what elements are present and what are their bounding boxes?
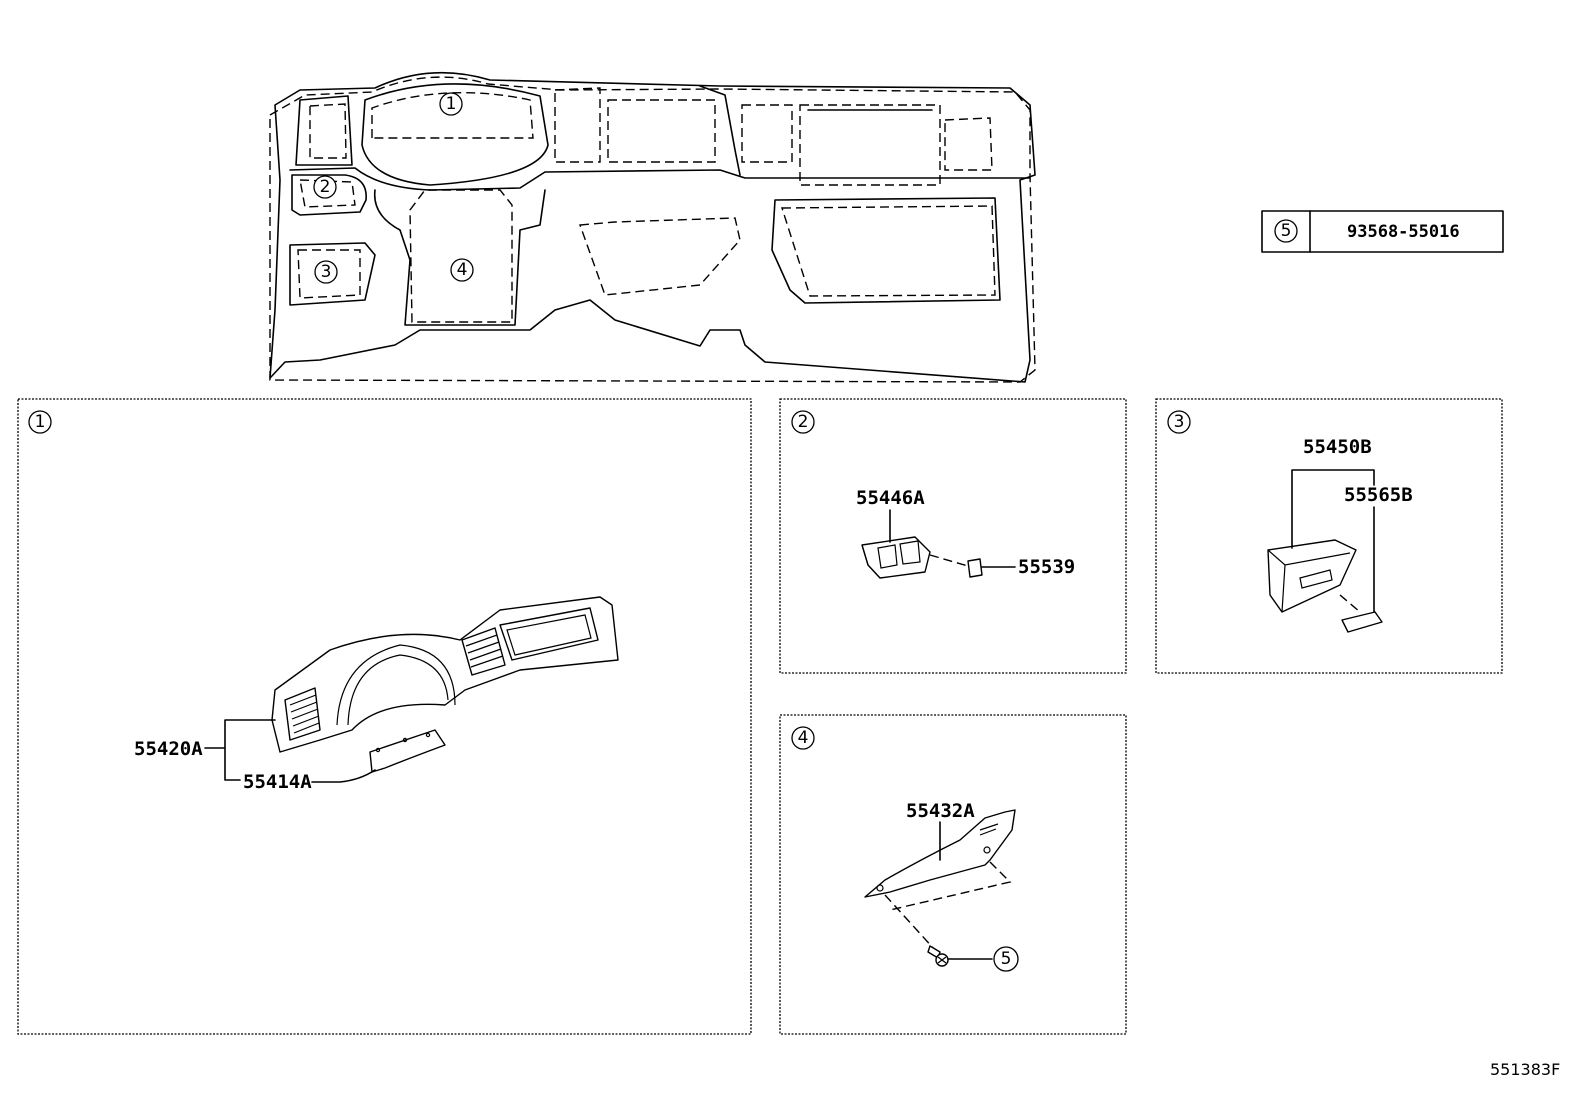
panel-2: 2 55446A 55539 bbox=[779, 398, 1127, 674]
overview-callout-4: 4 bbox=[450, 258, 474, 282]
svg-text:5: 5 bbox=[1001, 949, 1012, 969]
table-part-number: 93568-55016 bbox=[1347, 222, 1460, 242]
svg-text:2: 2 bbox=[320, 177, 331, 197]
table-ref: 5 bbox=[1281, 221, 1292, 241]
part-number-55414A: 55414A bbox=[243, 771, 312, 793]
panel-1: 1 55420A 55414A bbox=[17, 398, 752, 1035]
switch-base-part bbox=[861, 536, 931, 579]
table-ref-circle bbox=[1274, 219, 1298, 243]
svg-text:1: 1 bbox=[446, 94, 457, 114]
dashboard-overview: 1 2 3 4 bbox=[269, 71, 1036, 383]
panel-4-ref: 4 bbox=[798, 728, 809, 748]
panel-3: 3 55450B 55565B bbox=[1155, 398, 1503, 674]
part-number-55446A: 55446A bbox=[856, 487, 925, 509]
overview-callout-2: 2 bbox=[313, 175, 337, 199]
fastener-callout: 5 bbox=[993, 946, 1019, 972]
cluster-lower-cover-part bbox=[369, 729, 446, 773]
parts-table: 5 93568-55016 bbox=[1261, 210, 1504, 253]
svg-text:4: 4 bbox=[457, 260, 468, 280]
part-number-55539: 55539 bbox=[1018, 556, 1075, 578]
part-number-55432A: 55432A bbox=[906, 800, 975, 822]
part-number-55565B: 55565B bbox=[1344, 484, 1413, 506]
panel-3-ref: 3 bbox=[1174, 412, 1185, 432]
overview-callout-1: 1 bbox=[439, 92, 463, 116]
diagram-ref: 551383F bbox=[1490, 1060, 1560, 1079]
panel-2-ref: 2 bbox=[798, 412, 809, 432]
overview-callout-3: 3 bbox=[314, 260, 338, 284]
lower-box-part bbox=[1267, 539, 1357, 613]
part-number-55420A: 55420A bbox=[134, 738, 203, 760]
screw-part bbox=[927, 945, 949, 967]
svg-text:3: 3 bbox=[321, 262, 332, 282]
switch-hole-cover-part bbox=[967, 558, 983, 578]
panel-1-ref: 1 bbox=[35, 412, 46, 432]
part-number-55450B: 55450B bbox=[1303, 436, 1372, 458]
panel-4: 4 5 55432A bbox=[779, 714, 1127, 1035]
box-knob-part bbox=[1341, 611, 1383, 633]
cluster-surround-part bbox=[271, 596, 619, 753]
